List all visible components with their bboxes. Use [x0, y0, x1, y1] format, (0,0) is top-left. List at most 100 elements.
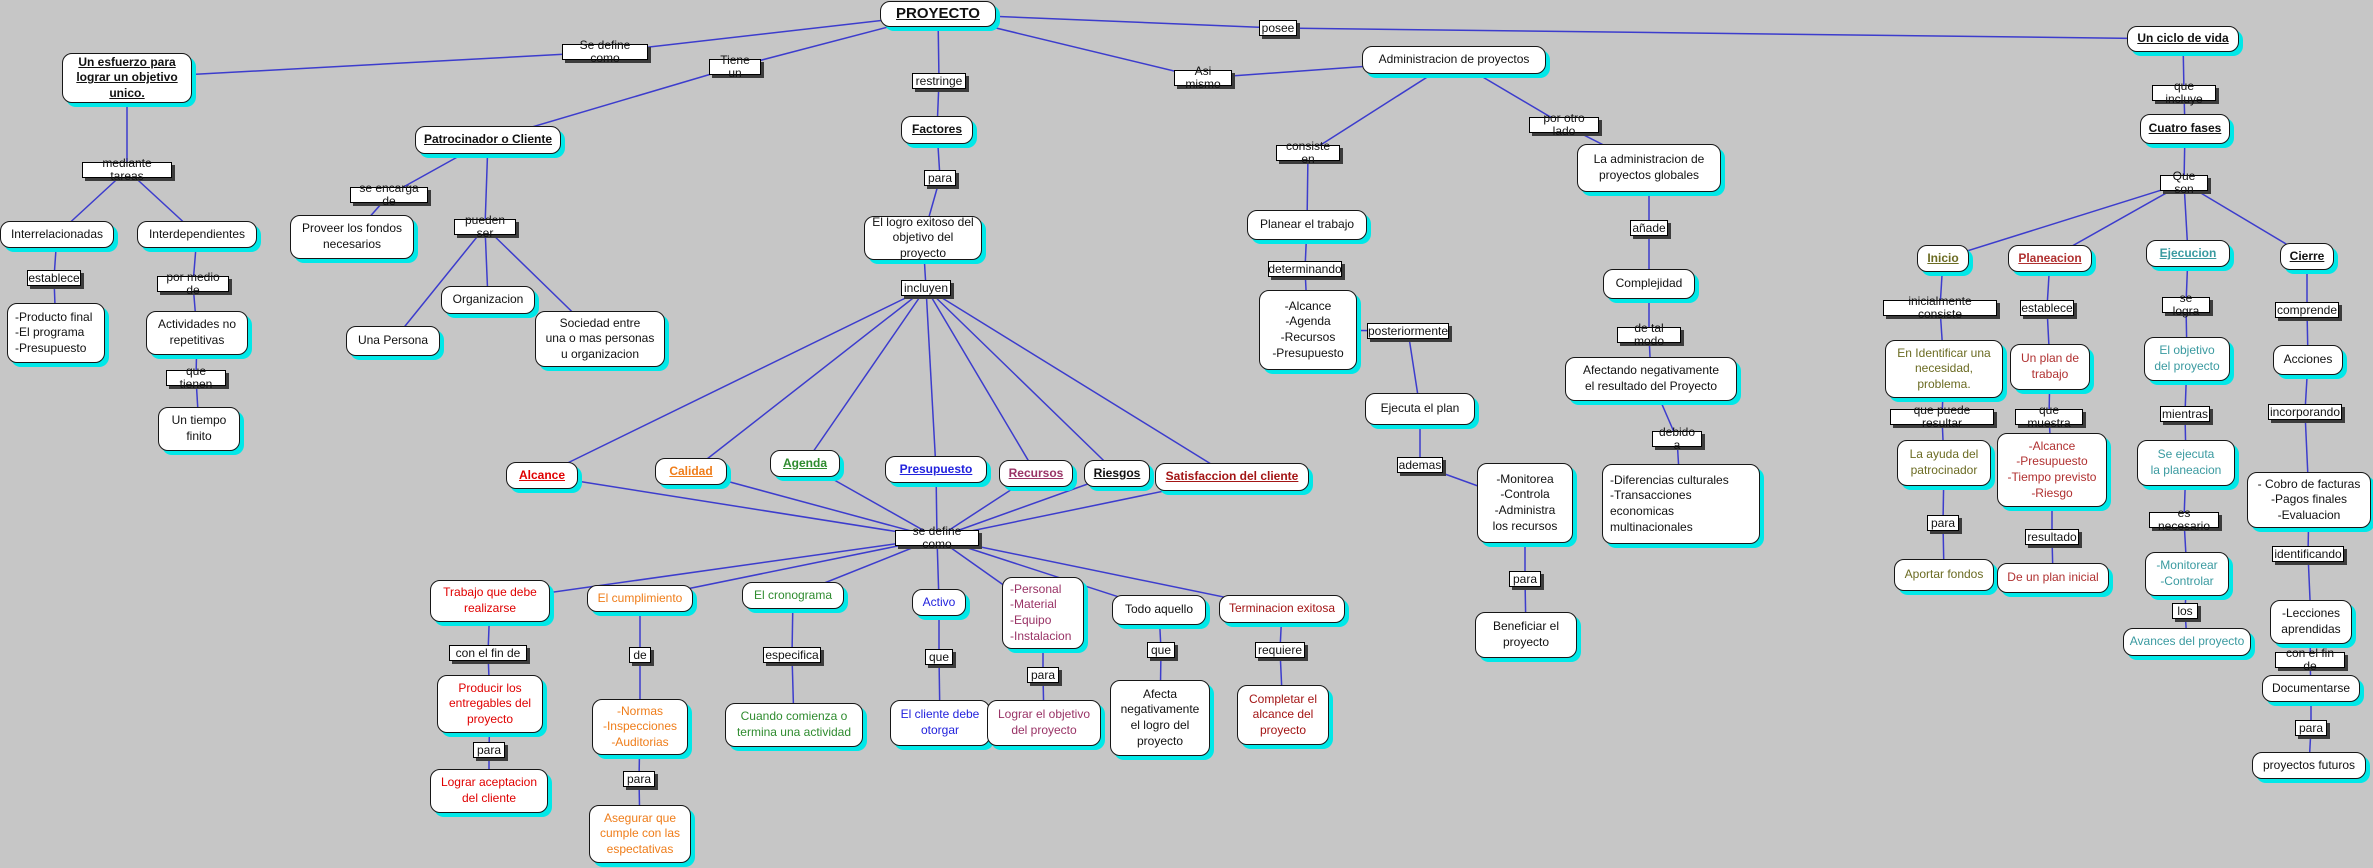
concept-diferencias-list[interactable]: -Diferencias culturales -Transacciones e…	[1602, 464, 1760, 544]
concept-todo-aquello[interactable]: Todo aquello	[1112, 595, 1206, 625]
concept-aportar-fondos[interactable]: Aportar fondos	[1894, 559, 1994, 591]
link-label-restringe[interactable]: restringe	[912, 73, 966, 89]
concept-alcance-presup-list[interactable]: -Alcance -Presupuesto -Tiempo previsto -…	[1997, 433, 2107, 507]
concept-trabajo-debe[interactable]: Trabajo que debe realizarse	[430, 580, 550, 622]
concept-plan-trabajo[interactable]: Un plan de trabajo	[2010, 344, 2090, 390]
link-label-mediante-tareas[interactable]: mediante tareas	[82, 157, 172, 182]
link-label-incorporando[interactable]: incorporando	[2268, 404, 2342, 420]
link-label-con-el-fin-de-2[interactable]: con el fin de	[2275, 647, 2345, 672]
concept-beneficiar[interactable]: Beneficiar el proyecto	[1475, 612, 1577, 658]
link-label-para-6l[interactable]: para	[1927, 515, 1959, 531]
concept-lograr-objetivo[interactable]: Lograr el objetivo del proyecto	[987, 700, 1101, 746]
link-label-se-logra[interactable]: se logra	[2162, 292, 2210, 317]
link-label-se-encarga-de[interactable]: se encarga de	[350, 182, 428, 207]
concept-planeacion[interactable]: Planeacion	[2008, 245, 2092, 272]
link-label-es-necesario[interactable]: es necesario	[2149, 507, 2219, 532]
concept-organizacion[interactable]: Organizacion	[441, 286, 535, 314]
concept-cuando-comienza[interactable]: Cuando comienza o termina una actividad	[725, 703, 863, 747]
link-label-por-otro-lado[interactable]: por otro lado	[1529, 112, 1599, 137]
concept-monitorear-controlar[interactable]: -Monitorear -Controlar	[2145, 552, 2229, 596]
concept-satisfaccion[interactable]: Satisfaccion del cliente	[1155, 463, 1309, 491]
link-label-para-4l[interactable]: para	[1027, 667, 1059, 683]
concept-proyectos-futuros[interactable]: proyectos futuros	[2252, 752, 2366, 779]
link-label-que-2[interactable]: que	[1147, 642, 1175, 658]
link-label-debido-a[interactable]: debido a	[1652, 426, 1702, 451]
link-label-pueden-ser[interactable]: pueden ser	[454, 214, 516, 239]
concept-objetivo-proyecto[interactable]: El objetivo del proyecto	[2144, 337, 2230, 381]
concept-una-persona[interactable]: Una Persona	[346, 326, 440, 356]
concept-lograr-aceptacion[interactable]: Lograr aceptacion del cliente	[430, 769, 548, 813]
concept-tiempo-finito[interactable]: Un tiempo finito	[158, 407, 240, 451]
link-label-de-l[interactable]: de	[629, 647, 651, 663]
link-label-con-el-fin-de-1[interactable]: con el fin de	[449, 645, 527, 661]
link-label-identificando[interactable]: identificando	[2272, 546, 2344, 562]
concept-factores[interactable]: Factores	[901, 116, 973, 144]
link-label-comprende[interactable]: comprende	[2275, 302, 2339, 318]
concept-ejecucion[interactable]: Ejecucion	[2146, 240, 2230, 267]
link-label-especifica[interactable]: especifica	[763, 647, 821, 663]
concept-logro-exitoso[interactable]: El logro exitoso del objetivo del proyec…	[864, 215, 982, 260]
concept-inicio[interactable]: Inicio	[1917, 245, 1969, 272]
link-label-asi-mismo[interactable]: Asi mismo	[1174, 65, 1232, 90]
concept-interrelacionadas[interactable]: Interrelacionadas	[0, 221, 114, 248]
concept-proveer-fondos[interactable]: Proveer los fondos necesarios	[290, 215, 414, 259]
concept-actividades[interactable]: Actividades no repetitivas	[146, 311, 248, 355]
link-label-los-l[interactable]: los	[2172, 603, 2198, 619]
concept-ciclo-vida[interactable]: Un ciclo de vida	[2127, 26, 2239, 52]
concept-proyecto[interactable]: PROYECTO	[880, 1, 996, 27]
concept-completar-alcance[interactable]: Completar el alcance del proyecto	[1237, 685, 1329, 745]
link-label-posee[interactable]: posee	[1259, 20, 1297, 36]
concept-plan-inicial[interactable]: De un plan inicial	[1997, 563, 2109, 593]
link-label-se-define-como-l[interactable]: Se define como	[562, 39, 648, 64]
concept-lecciones[interactable]: -Lecciones aprendidas	[2270, 600, 2352, 644]
concept-producto-list[interactable]: -Producto final -El programa -Presupuest…	[7, 303, 105, 363]
concept-asegurar[interactable]: Asegurar que cumple con las espectativas	[589, 805, 691, 863]
concept-documentarse[interactable]: Documentarse	[2262, 675, 2360, 702]
concept-monitorea-list[interactable]: -Monitorea -Controla -Administra los rec…	[1477, 463, 1573, 543]
link-label-requiere[interactable]: requiere	[1255, 642, 1305, 658]
concept-recursos[interactable]: Recursos	[999, 460, 1073, 487]
concept-normas-list[interactable]: -Normas -Inspecciones -Auditorias	[592, 699, 688, 755]
link-label-que-1[interactable]: que	[925, 649, 953, 665]
concept-ejecuta-plan[interactable]: Ejecuta el plan	[1365, 393, 1475, 425]
link-label-que-tienen[interactable]: que tienen	[166, 365, 226, 390]
concept-cuatro-fases[interactable]: Cuatro fases	[2140, 114, 2230, 144]
concept-acciones[interactable]: Acciones	[2273, 345, 2343, 375]
link-label-de-tal-modo[interactable]: de tal modo	[1617, 322, 1681, 347]
concept-presupuesto[interactable]: Presupuesto	[885, 456, 987, 483]
link-label-anade[interactable]: añade	[1630, 220, 1668, 236]
concept-calidad[interactable]: Calidad	[655, 458, 727, 485]
link-label-ademas[interactable]: ademas	[1397, 457, 1443, 473]
concept-admin-globales[interactable]: La administracion de proyectos globales	[1577, 144, 1721, 192]
concept-producir-entregables[interactable]: Producir los entregables del proyecto	[437, 675, 543, 733]
concept-riesgos[interactable]: Riesgos	[1084, 460, 1150, 487]
concept-se-ejecuta[interactable]: Se ejecuta la planeacion	[2137, 440, 2235, 486]
concept-sociedad[interactable]: Sociedad entre una o mas personas u orga…	[535, 311, 665, 367]
concept-ayuda-patrocinador[interactable]: La ayuda del patrocinador	[1897, 440, 1991, 486]
concept-avances[interactable]: Avances del proyecto	[2123, 628, 2251, 656]
concept-un-esfuerzo[interactable]: Un esfuerzo para lograr un objetivo unic…	[62, 53, 192, 103]
concept-alcance[interactable]: Alcance	[506, 462, 578, 489]
link-label-que-puede-resultar[interactable]: que puede resultar	[1890, 404, 1994, 429]
concept-afectando-neg[interactable]: Afectando negativamente el resultado del…	[1565, 357, 1737, 401]
link-label-para-2l[interactable]: para	[473, 742, 505, 758]
link-label-resultado[interactable]: resultado	[2025, 529, 2079, 545]
link-label-establece-1[interactable]: establece	[27, 270, 81, 286]
concept-terminacion[interactable]: Terminacion exitosa	[1219, 595, 1345, 623]
concept-identificar[interactable]: En Identificar una necesidad, problema.	[1885, 340, 2003, 398]
link-label-para-1[interactable]: para	[924, 170, 956, 186]
concept-interdependientes[interactable]: Interdependientes	[137, 221, 257, 248]
concept-cumplimiento[interactable]: El cumplimiento	[587, 585, 693, 612]
link-label-inicialmente[interactable]: inicialmente consiste	[1883, 295, 1997, 320]
link-label-posteriormente[interactable]: posteriormente	[1367, 323, 1449, 339]
concept-personal-list[interactable]: -Personal -Material -Equipo -Instalacion	[1002, 577, 1084, 649]
link-label-para-7l[interactable]: para	[2295, 720, 2327, 736]
concept-administracion[interactable]: Administracion de proyectos	[1362, 46, 1546, 74]
link-label-consiste-en[interactable]: consiste en	[1276, 140, 1340, 165]
concept-agenda[interactable]: Agenda	[770, 450, 840, 477]
concept-planear-trabajo[interactable]: Planear el trabajo	[1247, 210, 1367, 240]
link-label-que-muestra[interactable]: que muestra	[2015, 404, 2083, 429]
link-label-se-define-como-hub[interactable]: se define como	[895, 525, 979, 550]
concept-cronograma[interactable]: El cronograma	[742, 582, 844, 609]
concept-activo[interactable]: Activo	[912, 589, 966, 616]
